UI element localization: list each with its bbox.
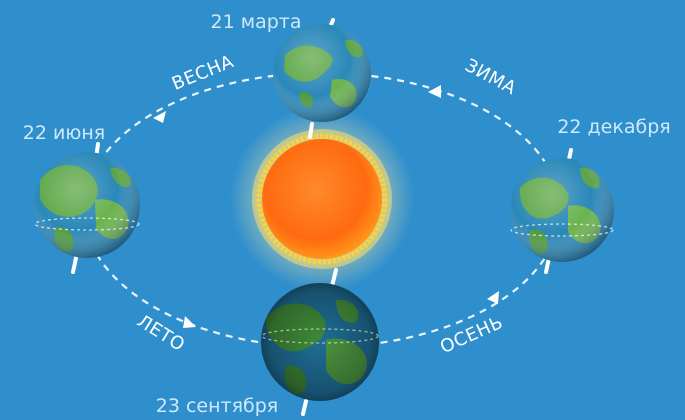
- label-september: 23 сентября: [156, 395, 278, 417]
- earth-march: [273, 18, 371, 139]
- axis-south: [544, 256, 551, 274]
- sun-rays: [256, 133, 388, 265]
- equator-line: [261, 328, 379, 344]
- label-march: 21 марта: [211, 11, 302, 33]
- axis-north: [330, 268, 338, 288]
- arrow-summer: [183, 316, 196, 328]
- arrow-spring: [153, 111, 166, 123]
- earth-june: [34, 142, 140, 274]
- axis-south: [301, 399, 308, 416]
- arrow-winter: [428, 85, 441, 98]
- earth-december: [510, 148, 614, 274]
- equator-line: [34, 217, 140, 231]
- axis-south: [308, 122, 314, 139]
- sun-core: [262, 139, 382, 259]
- label-winter: ЗИМА: [461, 55, 519, 99]
- label-autumn: ОСЕНЬ: [437, 312, 506, 358]
- axis-south: [71, 256, 78, 274]
- label-december: 22 декабря: [557, 116, 670, 138]
- arrow-autumn: [487, 291, 499, 304]
- label-june: 22 июня: [23, 122, 105, 144]
- earth-september: [261, 268, 379, 416]
- label-summer: ЛЕТО: [133, 311, 188, 356]
- label-spring: ВЕСНА: [169, 51, 237, 95]
- equator-line: [510, 223, 614, 237]
- sun: [230, 107, 414, 291]
